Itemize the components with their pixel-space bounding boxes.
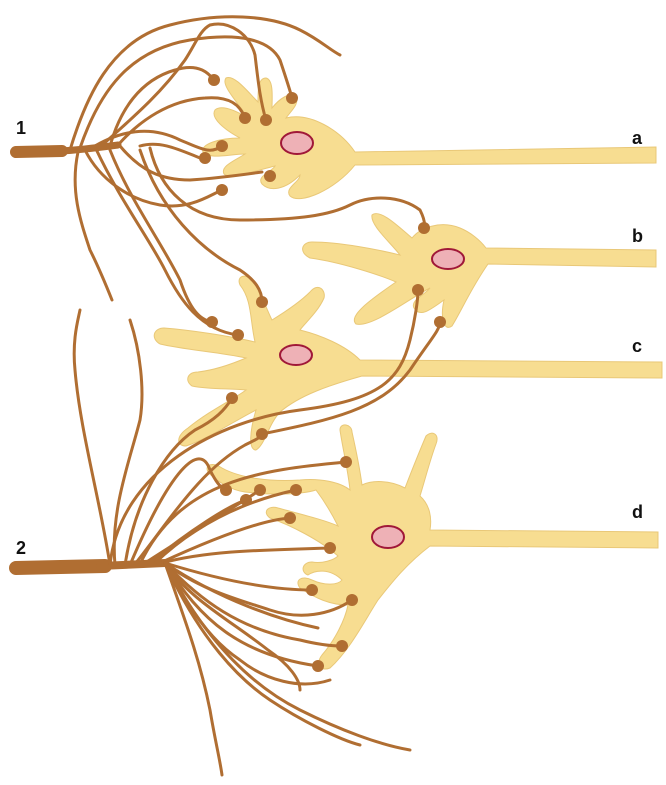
- bouton: [324, 542, 336, 554]
- bouton: [290, 484, 302, 496]
- neuron-a-nucleus: [280, 131, 314, 155]
- bouton: [340, 456, 352, 468]
- bouton: [256, 296, 268, 308]
- bouton: [346, 594, 358, 606]
- fiber-2-boutons: [220, 284, 446, 672]
- postsynaptic-neurons: [153, 76, 663, 670]
- fiber-1-boutons: [199, 74, 430, 341]
- bouton: [412, 284, 424, 296]
- presynaptic-fiber-2: [9, 284, 446, 777]
- bouton: [260, 114, 272, 126]
- bouton: [418, 222, 430, 234]
- bouton: [216, 184, 228, 196]
- label-input-2: 2: [16, 538, 26, 558]
- neuron-b: [302, 213, 657, 328]
- fiber-2-branches: [72, 288, 442, 777]
- neuron-c-nucleus: [279, 344, 313, 366]
- bouton: [434, 316, 446, 328]
- fiber-1-stem: [56, 141, 122, 155]
- presynaptic-fiber-1: [10, 15, 430, 341]
- fiber-2-trunk: [9, 559, 112, 575]
- label-input-1: 1: [16, 118, 26, 138]
- neuron-d-nucleus: [371, 525, 405, 549]
- fiber-1-trunk: [10, 145, 68, 158]
- label-neuron-d: d: [632, 502, 643, 522]
- bouton: [220, 484, 232, 496]
- label-neuron-c: c: [632, 336, 642, 356]
- label-neuron-a: a: [632, 128, 643, 148]
- bouton: [232, 329, 244, 341]
- bouton: [206, 316, 218, 328]
- bouton: [336, 640, 348, 652]
- neuron-d: [206, 424, 659, 670]
- neuron-b-nucleus: [431, 248, 465, 270]
- bouton: [226, 392, 238, 404]
- bouton: [312, 660, 324, 672]
- bouton: [240, 494, 252, 506]
- bouton: [256, 428, 268, 440]
- bouton: [239, 112, 251, 124]
- bouton: [208, 74, 220, 86]
- neuron-a: [202, 76, 657, 200]
- neuron-d-body: [206, 424, 659, 670]
- bouton: [284, 512, 296, 524]
- diagram-labels: 1 2 a b c d: [16, 118, 643, 558]
- bouton: [216, 140, 228, 152]
- neuron-c-body: [153, 275, 663, 451]
- bouton: [199, 152, 211, 164]
- bouton: [306, 584, 318, 596]
- bouton: [264, 170, 276, 182]
- bouton: [286, 92, 298, 104]
- neuron-b-body: [302, 213, 657, 328]
- neuron-c: [153, 275, 663, 451]
- fiber-1-branches: [68, 15, 426, 337]
- neuron-a-body: [202, 76, 657, 200]
- label-neuron-b: b: [632, 226, 643, 246]
- bouton: [254, 484, 266, 496]
